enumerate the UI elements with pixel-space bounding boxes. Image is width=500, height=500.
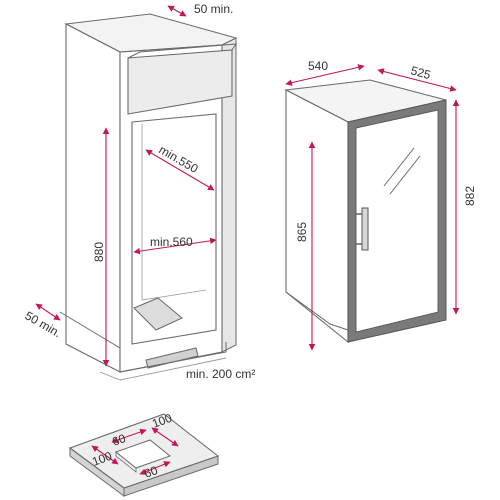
door-handle <box>361 207 369 251</box>
label-appliance-width: 540 <box>308 59 328 73</box>
label-plate-right: 100 <box>150 411 174 431</box>
niche-cabinet: 50 min. 880 min.550 min.560 50 min. min.… <box>23 2 256 381</box>
label-appliance-depth: 525 <box>409 63 432 82</box>
label-top-clearance: 50 min. <box>194 2 233 16</box>
label-plate-left: 100 <box>90 449 114 469</box>
plate-cutout <box>114 439 172 469</box>
wine-cooler: 540 525 882 865 <box>284 59 477 351</box>
dim-plate-left <box>91 445 119 465</box>
dim-plate-front-top <box>111 428 147 444</box>
label-appliance-total-height: 882 <box>463 186 477 206</box>
dim-plate-right <box>151 427 179 447</box>
label-niche-height: 880 <box>92 242 106 262</box>
dim-appliance-width <box>285 64 365 86</box>
label-plate-front-bottom: 60 <box>142 463 160 481</box>
dim-appliance-depth <box>377 68 457 92</box>
floor-vent-opening <box>133 297 183 331</box>
label-plate-front-top: 60 <box>110 431 128 449</box>
dim-top-clearance <box>167 5 187 17</box>
plinth-vent-grille <box>145 347 199 369</box>
label-niche-width: min.560 <box>150 235 193 249</box>
label-appliance-body-height: 865 <box>295 222 309 242</box>
dim-niche-depth <box>145 149 215 191</box>
appliance-side <box>285 89 349 344</box>
dim-rear-clearance <box>35 303 61 321</box>
label-rear-clearance: 50 min. <box>23 308 64 340</box>
cabinet-left-side <box>65 23 121 373</box>
dim-plate-front-bottom <box>139 461 171 475</box>
label-vent-area: min. 200 cm² <box>186 367 255 381</box>
floor-cutout-plate: 60 100 100 60 <box>68 411 220 497</box>
dim-niche-width <box>133 237 217 255</box>
appliance-door-glass <box>355 109 439 333</box>
cabinet-upper-panel <box>127 49 233 115</box>
